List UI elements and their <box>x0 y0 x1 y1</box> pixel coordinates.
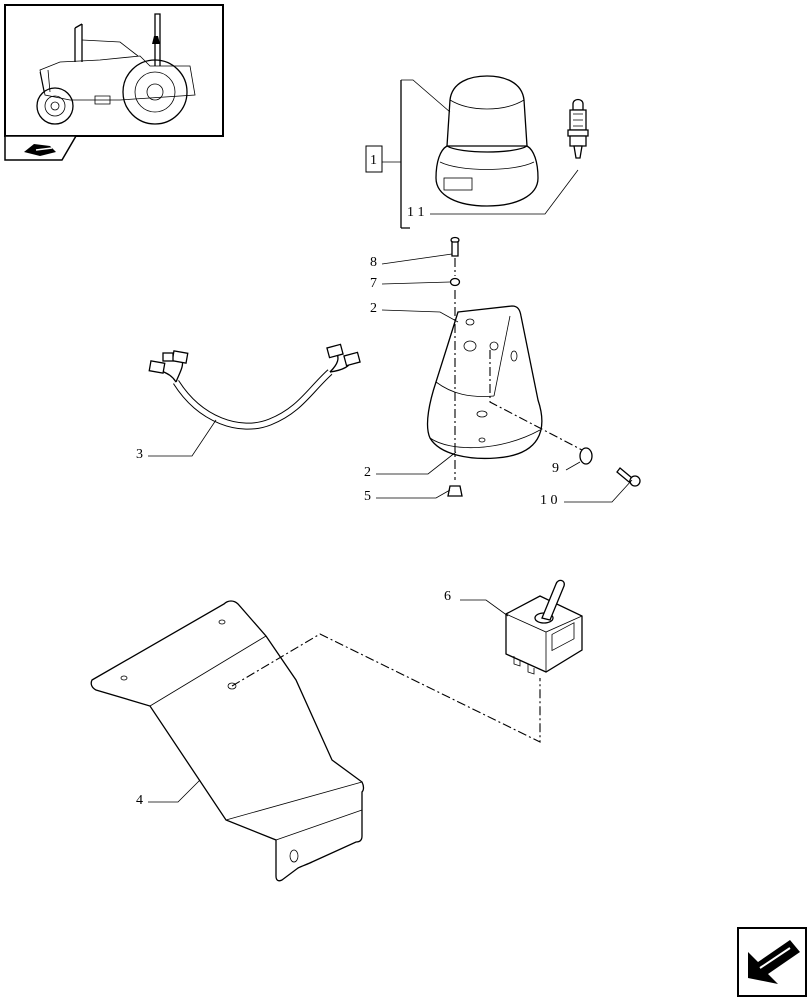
book-icon <box>4 135 78 161</box>
ref-5: 5 <box>364 489 371 504</box>
ref-2-bottom: 2 <box>364 465 371 480</box>
ref-1: 1 <box>370 153 377 168</box>
toggle-switch <box>505 579 583 675</box>
ref-4: 4 <box>136 793 143 808</box>
mounting-bracket <box>426 305 543 460</box>
washer-top <box>449 277 461 287</box>
ref-9: 9 <box>552 461 559 476</box>
bulb <box>567 98 589 159</box>
tractor-thumbnail-icon <box>4 4 224 137</box>
ref-3: 3 <box>136 447 143 462</box>
leader-11 <box>430 169 579 215</box>
ref-6: 6 <box>444 589 451 604</box>
wiring-harness <box>148 343 361 430</box>
nut <box>447 485 463 497</box>
ref-8: 8 <box>370 255 377 270</box>
item-1-box <box>365 145 383 173</box>
ref-2-top: 2 <box>370 301 377 316</box>
ref-7: 7 <box>370 276 377 291</box>
assembly-bracket <box>400 80 410 229</box>
ref-11: 1 1 <box>407 205 425 220</box>
switch-bracket-plate <box>90 600 365 882</box>
ref-10: 1 0 <box>540 493 558 508</box>
leader-lines <box>148 253 633 803</box>
next-page-arrow-icon[interactable] <box>737 927 807 997</box>
beacon-lamp <box>435 75 539 207</box>
washer-side <box>579 447 593 465</box>
leader-1-beacon <box>401 79 451 113</box>
bolt <box>616 467 641 487</box>
screw <box>450 236 460 257</box>
